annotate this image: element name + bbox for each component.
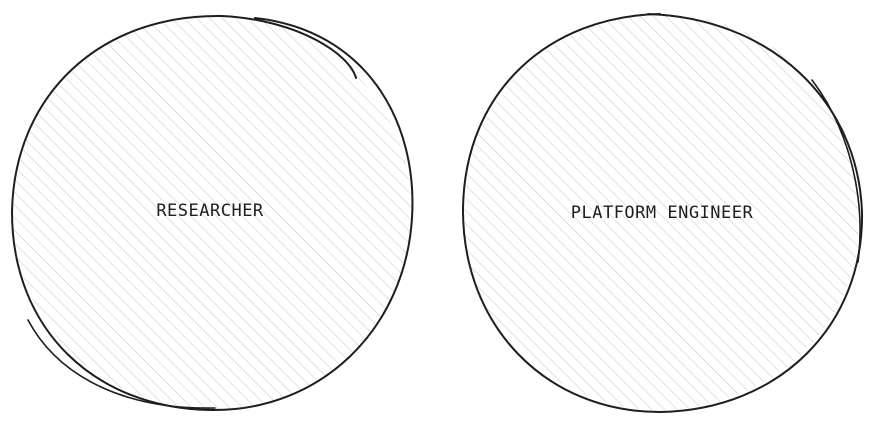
- researcher-circle-fill: [12, 14, 412, 410]
- platform-engineer-label: PLATFORM ENGINEER: [571, 203, 754, 223]
- platform-engineer-node[interactable]: PLATFORM ENGINEER: [461, 13, 864, 414]
- platform-engineer-circle-outline-2: [811, 79, 861, 263]
- researcher-circle-outline: [10, 14, 414, 412]
- researcher-node[interactable]: RESEARCHER: [10, 14, 414, 412]
- researcher-label: RESEARCHER: [156, 201, 264, 221]
- researcher-circle-outline-2: [27, 319, 216, 409]
- platform-engineer-circle-fill: [462, 14, 862, 410]
